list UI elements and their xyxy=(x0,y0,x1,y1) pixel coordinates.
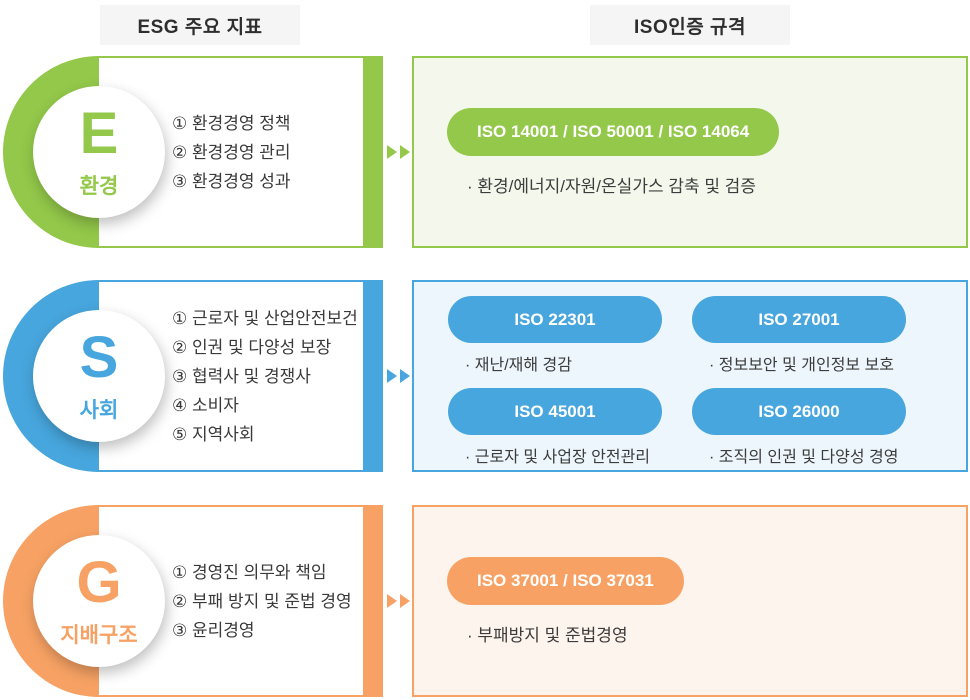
iso-badge: ISO 26000 xyxy=(692,388,906,435)
cert-description: · 환경/에너지/자원/온실가스 감축 및 검증 xyxy=(467,177,756,196)
cert-description: · 근로자 및 사업장 안전관리 xyxy=(465,449,651,466)
cert-description: · 정보보안 및 개인정보 보호 xyxy=(709,357,895,374)
category-circle-social: S 사회 xyxy=(33,310,165,442)
iso-badge: ISO 22301 xyxy=(448,296,662,343)
double-arrow-icon xyxy=(387,594,410,608)
cert-description: · 재난/재해 경감 xyxy=(465,357,572,374)
category-label: 환경 xyxy=(79,174,119,198)
right-triangle-icon xyxy=(400,145,410,159)
indicator-item: ② 부패 방지 및 준법 경영 xyxy=(172,591,352,611)
cert-panel: ISO 22301 ISO 27001 · 재난/재해 경감 · 정보보안 및 … xyxy=(412,280,968,472)
right-triangle-icon xyxy=(387,594,397,608)
indicator-item: ⑤ 지역사회 xyxy=(172,424,255,444)
cert-panel: ISO 37001 / ISO 37031 · 부패방지 및 준법경영 xyxy=(412,505,968,697)
double-arrow-icon xyxy=(387,145,410,159)
category-letter: E xyxy=(79,100,119,166)
right-triangle-icon xyxy=(387,369,397,383)
indicator-item: ① 근로자 및 산업안전보건 xyxy=(172,308,358,328)
iso-badge: ISO 37001 / ISO 37031 xyxy=(447,557,684,605)
cert-description: · 조직의 인권 및 다양성 경영 xyxy=(709,449,899,466)
iso-badge: ISO 14001 / ISO 50001 / ISO 14064 xyxy=(447,108,780,156)
indicator-item: ③ 환경경영 성과 xyxy=(172,171,291,191)
category-circle-governance: G 지배구조 xyxy=(33,535,165,667)
indicator-list: ① 근로자 및 산업안전보건 ② 인권 및 다양성 보장 ③ 협력사 및 경쟁사… xyxy=(172,280,358,472)
right-triangle-icon xyxy=(400,594,410,608)
category-label: 지배구조 xyxy=(60,623,138,647)
iso-standards-header: ISO인증 규격 xyxy=(590,5,790,45)
indicator-item: ② 환경경영 관리 xyxy=(172,142,291,162)
iso-badge: ISO 27001 xyxy=(692,296,906,343)
iso-badge: ISO 45001 xyxy=(448,388,662,435)
indicator-item: ④ 소비자 xyxy=(172,395,239,415)
indicator-item: ② 인권 및 다양성 보장 xyxy=(172,337,332,357)
esg-row-governance: ① 경영진 의무와 책임 ② 부패 방지 및 준법 경영 ③ 윤리경영 G 지배… xyxy=(0,505,970,697)
category-label: 사회 xyxy=(79,398,119,422)
indicator-item: ③ 윤리경영 xyxy=(172,620,255,640)
category-letter: S xyxy=(79,324,119,390)
cert-panel: ISO 14001 / ISO 50001 / ISO 14064 · 환경/에… xyxy=(412,56,968,248)
right-triangle-icon xyxy=(400,369,410,383)
indicator-item: ③ 협력사 및 경쟁사 xyxy=(172,366,311,386)
esg-indicators-header: ESG 주요 지표 xyxy=(100,5,300,45)
cert-description: · 부패방지 및 준법경영 xyxy=(467,626,628,645)
category-circle-environment: E 환경 xyxy=(33,86,165,218)
category-letter: G xyxy=(76,549,122,615)
indicator-list: ① 환경경영 정책 ② 환경경영 관리 ③ 환경경영 성과 xyxy=(172,56,291,248)
indicator-item: ① 환경경영 정책 xyxy=(172,113,291,133)
indicator-list: ① 경영진 의무와 책임 ② 부패 방지 및 준법 경영 ③ 윤리경영 xyxy=(172,505,352,697)
right-triangle-icon xyxy=(387,145,397,159)
indicator-item: ① 경영진 의무와 책임 xyxy=(172,562,327,582)
esg-row-social: ① 근로자 및 산업안전보건 ② 인권 및 다양성 보장 ③ 협력사 및 경쟁사… xyxy=(0,280,970,472)
esg-row-environment: ① 환경경영 정책 ② 환경경영 관리 ③ 환경경영 성과 E 환경 ISO 1… xyxy=(0,56,970,248)
double-arrow-icon xyxy=(387,369,410,383)
